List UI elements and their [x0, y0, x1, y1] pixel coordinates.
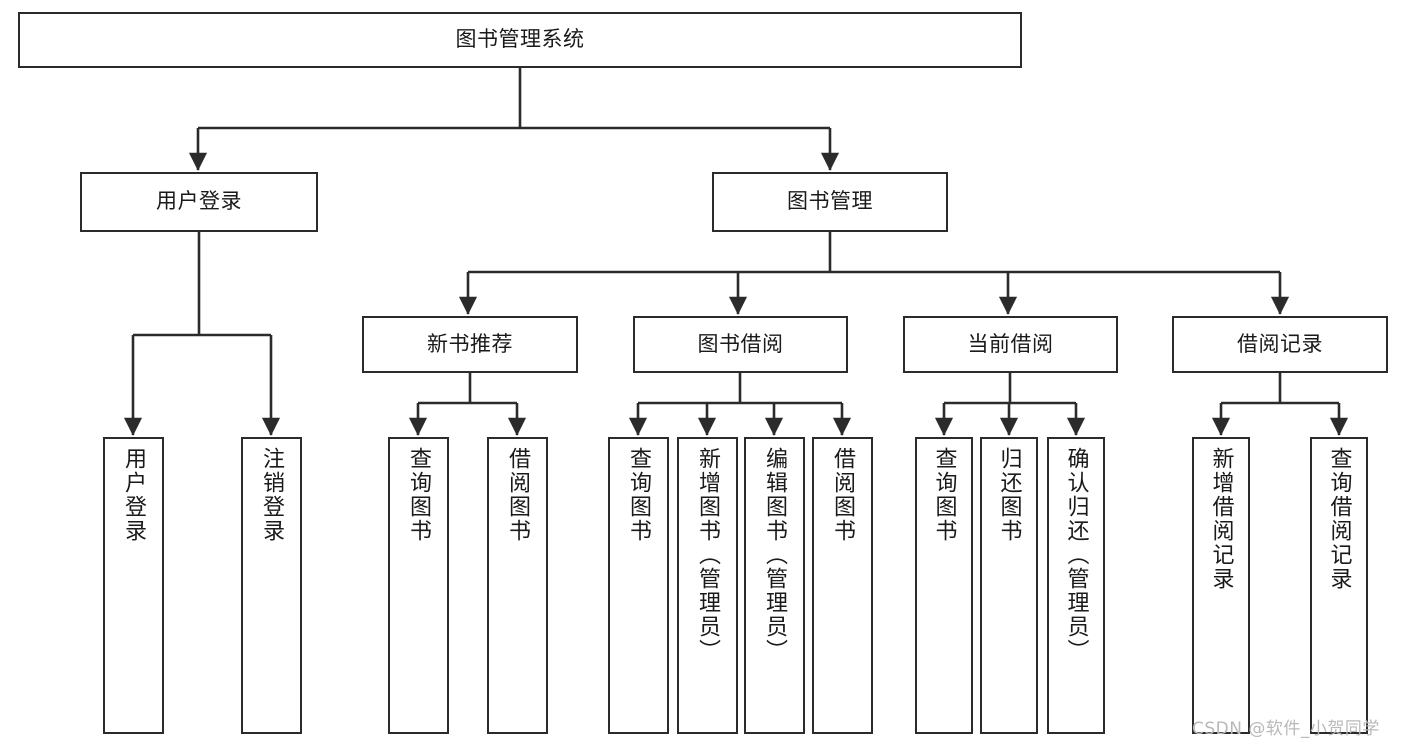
leaf-query-book-current[interactable]: 查询图书 — [915, 437, 973, 734]
node-new-book-recommend[interactable]: 新书推荐 — [362, 316, 578, 373]
leaf-edit-book-admin[interactable]: 编辑图书（管理员） — [744, 437, 805, 734]
node-current-borrow-label: 当前借阅 — [967, 331, 1054, 356]
node-borrow-record-label: 借阅记录 — [1237, 331, 1323, 356]
leaf-query-book-current-label: 查询图书 — [931, 447, 957, 543]
leaf-edit-book-admin-label: 编辑图书（管理员） — [762, 447, 788, 663]
leaf-add-borrow-record-label: 新增借阅记录 — [1208, 447, 1234, 591]
node-current-borrow[interactable]: 当前借阅 — [903, 316, 1118, 373]
leaf-borrow-book-newbook[interactable]: 借阅图书 — [487, 437, 548, 734]
leaf-user-login[interactable]: 用户登录 — [103, 437, 164, 734]
leaf-query-book-newbook[interactable]: 查询图书 — [388, 437, 449, 734]
leaf-add-book-admin-label: 新增图书（管理员） — [695, 447, 721, 663]
leaf-query-book-borrow-label: 查询图书 — [626, 447, 652, 543]
leaf-query-book-borrow[interactable]: 查询图书 — [608, 437, 669, 734]
node-borrow-record[interactable]: 借阅记录 — [1172, 316, 1388, 373]
leaf-confirm-return-admin-label: 确认归还（管理员） — [1063, 447, 1089, 663]
leaf-query-borrow-record[interactable]: 查询借阅记录 — [1310, 437, 1368, 734]
leaf-add-book-admin[interactable]: 新增图书（管理员） — [677, 437, 738, 734]
leaf-borrow-book-label: 借阅图书 — [830, 447, 856, 543]
node-root-label: 图书管理系统 — [455, 27, 585, 52]
node-book-management[interactable]: 图书管理 — [712, 172, 948, 232]
leaf-query-book-newbook-label: 查询图书 — [406, 447, 432, 543]
leaf-confirm-return-admin[interactable]: 确认归还（管理员） — [1047, 437, 1105, 734]
node-new-book-recommend-label: 新书推荐 — [427, 331, 513, 356]
leaf-borrow-book[interactable]: 借阅图书 — [812, 437, 873, 734]
leaf-query-borrow-record-label: 查询借阅记录 — [1326, 447, 1352, 591]
leaf-return-book-label: 归还图书 — [996, 447, 1022, 543]
node-book-borrow-label: 图书借阅 — [697, 331, 784, 356]
csdn-watermark: CSDN @软件_小贺同学 — [1192, 719, 1380, 739]
node-root[interactable]: 图书管理系统 — [18, 12, 1022, 68]
node-user-login-label: 用户登录 — [156, 189, 242, 214]
leaf-add-borrow-record[interactable]: 新增借阅记录 — [1192, 437, 1250, 734]
node-book-management-label: 图书管理 — [787, 189, 873, 214]
leaf-return-book[interactable]: 归还图书 — [980, 437, 1038, 734]
node-book-borrow[interactable]: 图书借阅 — [633, 316, 848, 373]
node-user-login[interactable]: 用户登录 — [80, 172, 318, 232]
leaf-logout[interactable]: 注销登录 — [241, 437, 302, 734]
leaf-user-login-label: 用户登录 — [121, 447, 147, 543]
leaf-borrow-book-newbook-label: 借阅图书 — [505, 447, 531, 543]
leaf-logout-label: 注销登录 — [259, 447, 285, 543]
